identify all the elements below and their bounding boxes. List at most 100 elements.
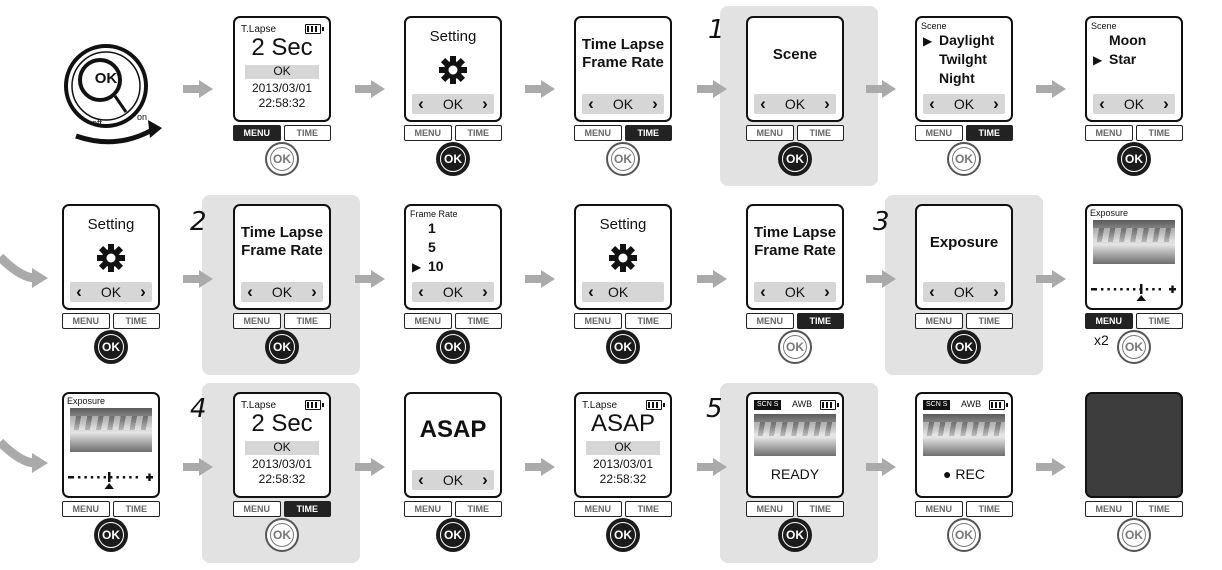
time-button[interactable]: TIME — [283, 313, 331, 329]
ok-press-button[interactable]: OK — [778, 142, 812, 176]
menu-button[interactable]: MENU — [233, 501, 281, 517]
time-button[interactable]: TIME — [965, 125, 1013, 141]
menu-button[interactable]: MENU — [62, 501, 110, 517]
exposure-scale[interactable] — [68, 472, 154, 489]
menu-button[interactable]: MENU — [746, 125, 794, 141]
menu-button[interactable]: MENU — [404, 313, 452, 329]
list-item[interactable]: 10 — [428, 258, 444, 274]
ok-press-button[interactable]: OK — [436, 330, 470, 364]
list-item[interactable]: Twilght — [939, 51, 987, 67]
time-button[interactable]: TIME — [454, 125, 502, 141]
chevron-right-icon[interactable]: › — [824, 94, 830, 113]
chevron-right-icon[interactable]: › — [140, 282, 146, 301]
list-item[interactable]: Moon — [1109, 32, 1147, 48]
ok-press-button[interactable]: OK — [94, 518, 128, 552]
time-button[interactable]: TIME — [1135, 501, 1183, 517]
menu-button[interactable]: MENU — [574, 125, 622, 141]
time-button[interactable]: TIME — [112, 501, 160, 517]
chevron-right-icon[interactable]: › — [482, 94, 488, 113]
chevron-right-icon[interactable]: › — [1163, 94, 1169, 113]
chevron-left-icon[interactable]: ‹ — [588, 94, 594, 113]
list-item[interactable]: Night — [939, 70, 975, 86]
menu-button[interactable]: MENU — [746, 313, 794, 329]
time-button[interactable]: TIME — [965, 313, 1013, 329]
ok-press-button[interactable]: OK — [947, 518, 981, 552]
list-item[interactable]: 5 — [428, 239, 436, 255]
ok-press-button[interactable]: OK — [606, 142, 640, 176]
time-button[interactable]: TIME — [796, 501, 844, 517]
ok-press-button[interactable]: OK — [947, 330, 981, 364]
menu-button[interactable]: MENU — [746, 501, 794, 517]
ok-highlight[interactable] — [245, 65, 319, 79]
chevron-left-icon[interactable]: ‹ — [1099, 94, 1105, 113]
time-button[interactable]: TIME — [624, 125, 672, 141]
time-button[interactable]: TIME — [624, 501, 672, 517]
chevron-left-icon[interactable]: ‹ — [929, 282, 935, 301]
chevron-right-icon[interactable]: › — [993, 282, 999, 301]
ok-highlight[interactable] — [245, 441, 319, 455]
exposure-scale[interactable] — [1091, 284, 1177, 301]
ok-bar: ‹OK› — [582, 94, 664, 114]
ok-press-button[interactable]: OK — [778, 518, 812, 552]
time-button[interactable]: TIME — [624, 313, 672, 329]
list-item[interactable]: 1 — [428, 220, 436, 236]
menu-button[interactable]: MENU — [1085, 125, 1133, 141]
time-button[interactable]: TIME — [796, 125, 844, 141]
menu-button[interactable]: MENU — [915, 501, 963, 517]
time-button[interactable]: TIME — [1135, 125, 1183, 141]
chevron-right-icon[interactable]: › — [482, 470, 488, 489]
ok-press-button[interactable]: OK — [94, 330, 128, 364]
chevron-left-icon[interactable]: ‹ — [588, 282, 594, 301]
menu-button[interactable]: MENU — [404, 125, 452, 141]
ok-press-button[interactable]: OK — [606, 518, 640, 552]
chevron-left-icon[interactable]: ‹ — [760, 94, 766, 113]
menu-button[interactable]: MENU — [915, 313, 963, 329]
menu-button[interactable]: MENU — [404, 501, 452, 517]
list-item[interactable]: Daylight — [939, 32, 995, 48]
time-button[interactable]: TIME — [796, 313, 844, 329]
time-button[interactable]: TIME — [454, 313, 502, 329]
time-button[interactable]: TIME — [112, 313, 160, 329]
ok-press-button[interactable]: OK — [265, 142, 299, 176]
menu-button[interactable]: MENU — [1085, 501, 1133, 517]
time-button[interactable]: TIME — [283, 501, 331, 517]
list-item[interactable]: Star — [1109, 51, 1137, 67]
ok-press-button[interactable]: OK — [436, 142, 470, 176]
chevron-right-icon[interactable]: › — [482, 282, 488, 301]
ok-press-button[interactable]: OK — [265, 518, 299, 552]
menu-button[interactable]: MENU — [574, 501, 622, 517]
chevron-right-icon[interactable]: › — [311, 282, 317, 301]
chevron-left-icon[interactable]: ‹ — [247, 282, 253, 301]
chevron-left-icon[interactable]: ‹ — [76, 282, 82, 301]
ok-press-button[interactable]: OK — [1117, 330, 1151, 364]
ok-press-button[interactable]: OK — [1117, 518, 1151, 552]
ok-press-button[interactable]: OK — [778, 330, 812, 364]
ok-press-button[interactable]: OK — [436, 518, 470, 552]
chevron-left-icon[interactable]: ‹ — [418, 94, 424, 113]
ok-press-button[interactable]: OK — [1117, 142, 1151, 176]
menu-button[interactable]: MENU — [574, 313, 622, 329]
ok-press-button[interactable]: OK — [947, 142, 981, 176]
power-dial[interactable]: OK off on — [62, 40, 162, 150]
chevron-right-icon[interactable]: › — [824, 282, 830, 301]
menu-button[interactable]: MENU — [233, 125, 281, 141]
menu-button[interactable]: MENU — [1085, 313, 1133, 329]
time-button[interactable]: TIME — [283, 125, 331, 141]
menu-button[interactable]: MENU — [62, 313, 110, 329]
ok-press-button[interactable]: OK — [265, 330, 299, 364]
chevron-left-icon[interactable]: ‹ — [760, 282, 766, 301]
chevron-right-icon[interactable]: › — [652, 94, 658, 113]
time-button[interactable]: TIME — [1135, 313, 1183, 329]
screen-title-line2: Frame Rate — [754, 242, 836, 259]
ok-press-button[interactable]: OK — [606, 330, 640, 364]
time-button[interactable]: TIME — [454, 501, 502, 517]
chevron-right-icon[interactable]: › — [993, 94, 999, 113]
chevron-left-icon[interactable]: ‹ — [418, 282, 424, 301]
chevron-left-icon[interactable]: ‹ — [929, 94, 935, 113]
chevron-left-icon[interactable]: ‹ — [418, 470, 424, 489]
menu-button[interactable]: MENU — [915, 125, 963, 141]
time-button[interactable]: TIME — [965, 501, 1013, 517]
menu-button[interactable]: MENU — [233, 313, 281, 329]
ok-highlight[interactable] — [586, 441, 660, 455]
